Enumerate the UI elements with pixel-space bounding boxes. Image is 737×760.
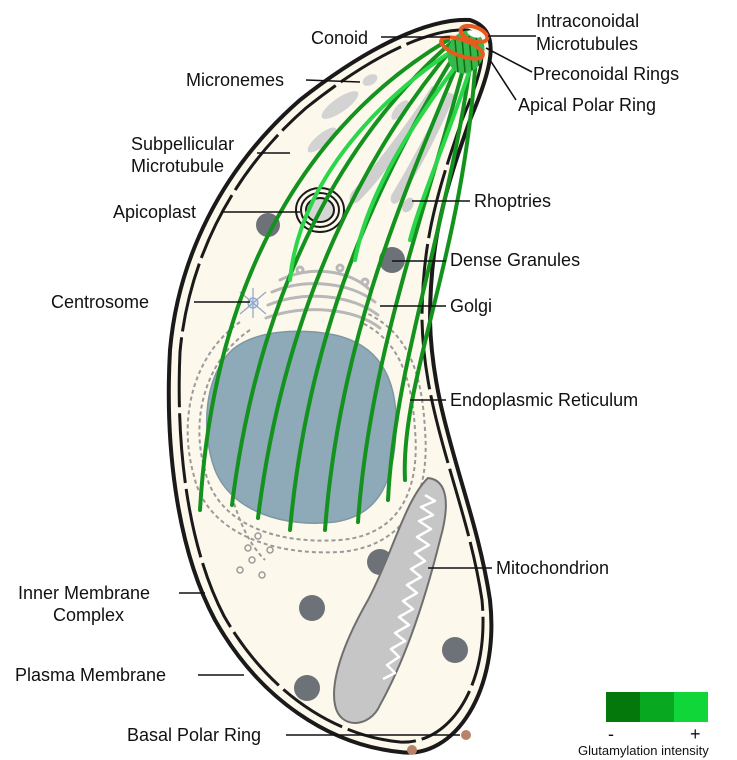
label-apical-polar-ring: Apical Polar Ring <box>518 95 656 115</box>
label-imc-2: Complex <box>53 605 124 625</box>
label-conoid: Conoid <box>311 28 368 48</box>
label-intraconoidal-1: Intraconoidal <box>536 11 639 31</box>
label-endoplasmic-reticulum: Endoplasmic Reticulum <box>450 390 638 410</box>
label-subpellicular-1: Subpellicular <box>131 134 234 154</box>
label-apicoplast: Apicoplast <box>113 202 196 222</box>
label-preconoidal: Preconoidal Rings <box>533 64 679 84</box>
basal-polar-ring <box>461 730 471 740</box>
legend-swatch-low <box>606 692 640 722</box>
label-imc-1: Inner Membrane <box>18 583 150 603</box>
legend-caption: Glutamylation intensity <box>578 743 709 758</box>
label-centrosome: Centrosome <box>51 292 149 312</box>
label-plasma-membrane: Plasma Membrane <box>15 665 166 685</box>
label-golgi: Golgi <box>450 296 492 316</box>
label-mitochondrion: Mitochondrion <box>496 558 609 578</box>
label-micronemes: Micronemes <box>186 70 284 90</box>
legend-swatch-high <box>674 692 708 722</box>
label-intraconoidal-2: Microtubules <box>536 34 638 54</box>
label-dense-granules: Dense Granules <box>450 250 580 270</box>
basal-polar-ring-2 <box>407 745 417 755</box>
glutamylation-legend: - + Glutamylation intensity <box>578 692 709 758</box>
label-rhoptries: Rhoptries <box>474 191 551 211</box>
label-basal-polar-ring: Basal Polar Ring <box>127 725 261 745</box>
legend-swatch-mid <box>640 692 674 722</box>
legend-plus: + <box>690 724 701 744</box>
label-subpellicular-2: Microtubule <box>131 156 224 176</box>
legend-minus: - <box>608 724 614 744</box>
